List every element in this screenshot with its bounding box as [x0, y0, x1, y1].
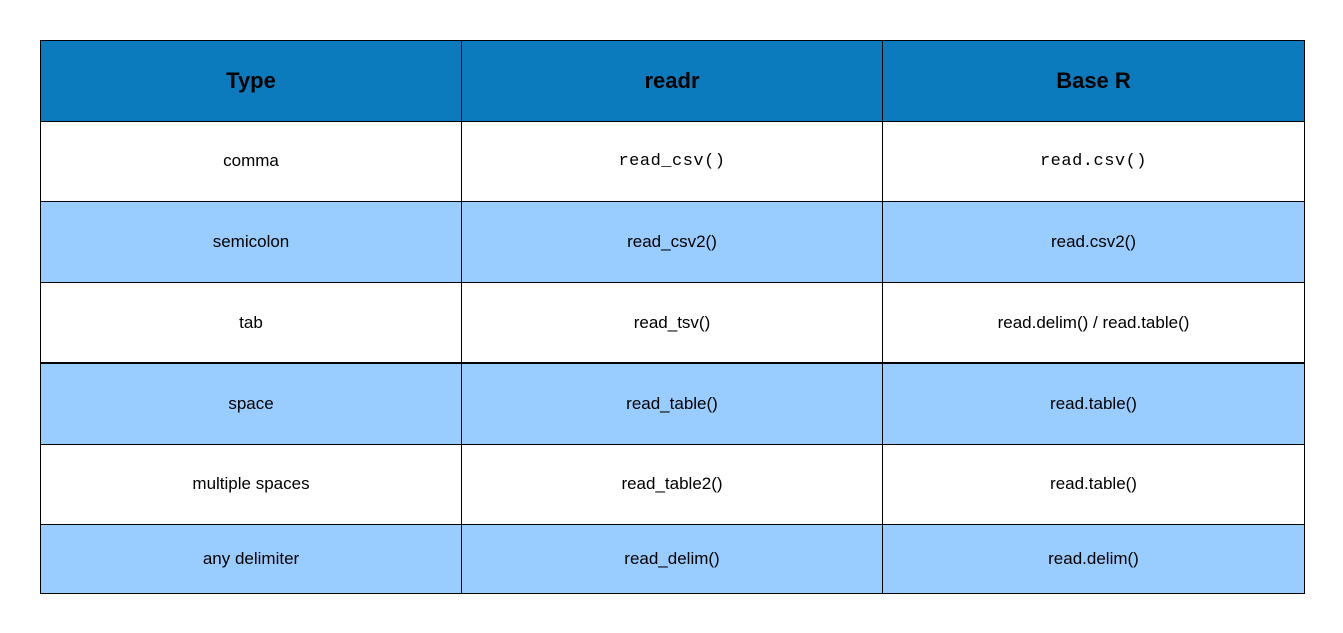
table-row: semicolon read_csv2() read.csv2(): [40, 201, 1305, 284]
cell-readr: read_csv2(): [461, 201, 883, 284]
table-header-row: Type readr Base R: [40, 40, 1305, 122]
table-row: multiple spaces read_table2() read.table…: [40, 443, 1305, 525]
header-type: Type: [40, 40, 462, 122]
cell-base-r: read.delim(): [882, 523, 1305, 595]
table-row: space read_table() read.table(): [40, 361, 1305, 445]
table-row: comma read_csv() read.csv(): [40, 120, 1305, 203]
table-row: tab read_tsv() read.delim() / read.table…: [40, 282, 1305, 364]
cell-readr: read_delim(): [461, 523, 883, 595]
header-readr: readr: [461, 40, 883, 122]
cell-type: semicolon: [40, 201, 462, 284]
cell-base-r: read.delim() / read.table(): [882, 282, 1305, 364]
cell-type: comma: [40, 120, 462, 203]
cell-base-r: read.csv(): [882, 120, 1305, 203]
cell-readr: read_table(): [461, 361, 883, 445]
cell-base-r: read.table(): [882, 361, 1305, 445]
cell-type: any delimiter: [40, 523, 462, 595]
cell-readr: read_table2(): [461, 443, 883, 525]
delimiter-functions-table-container: Type readr Base R comma read_csv() read.…: [40, 40, 1305, 595]
cell-readr: read_csv(): [461, 120, 883, 203]
cell-base-r: read.table(): [882, 443, 1305, 525]
cell-type: space: [40, 361, 462, 445]
table-row: any delimiter read_delim() read.delim(): [40, 523, 1305, 595]
header-base-r: Base R: [882, 40, 1305, 122]
cell-type: tab: [40, 282, 462, 364]
cell-readr: read_tsv(): [461, 282, 883, 364]
cell-type: multiple spaces: [40, 443, 462, 525]
delimiter-functions-table: Type readr Base R comma read_csv() read.…: [40, 40, 1305, 595]
cell-base-r: read.csv2(): [882, 201, 1305, 284]
